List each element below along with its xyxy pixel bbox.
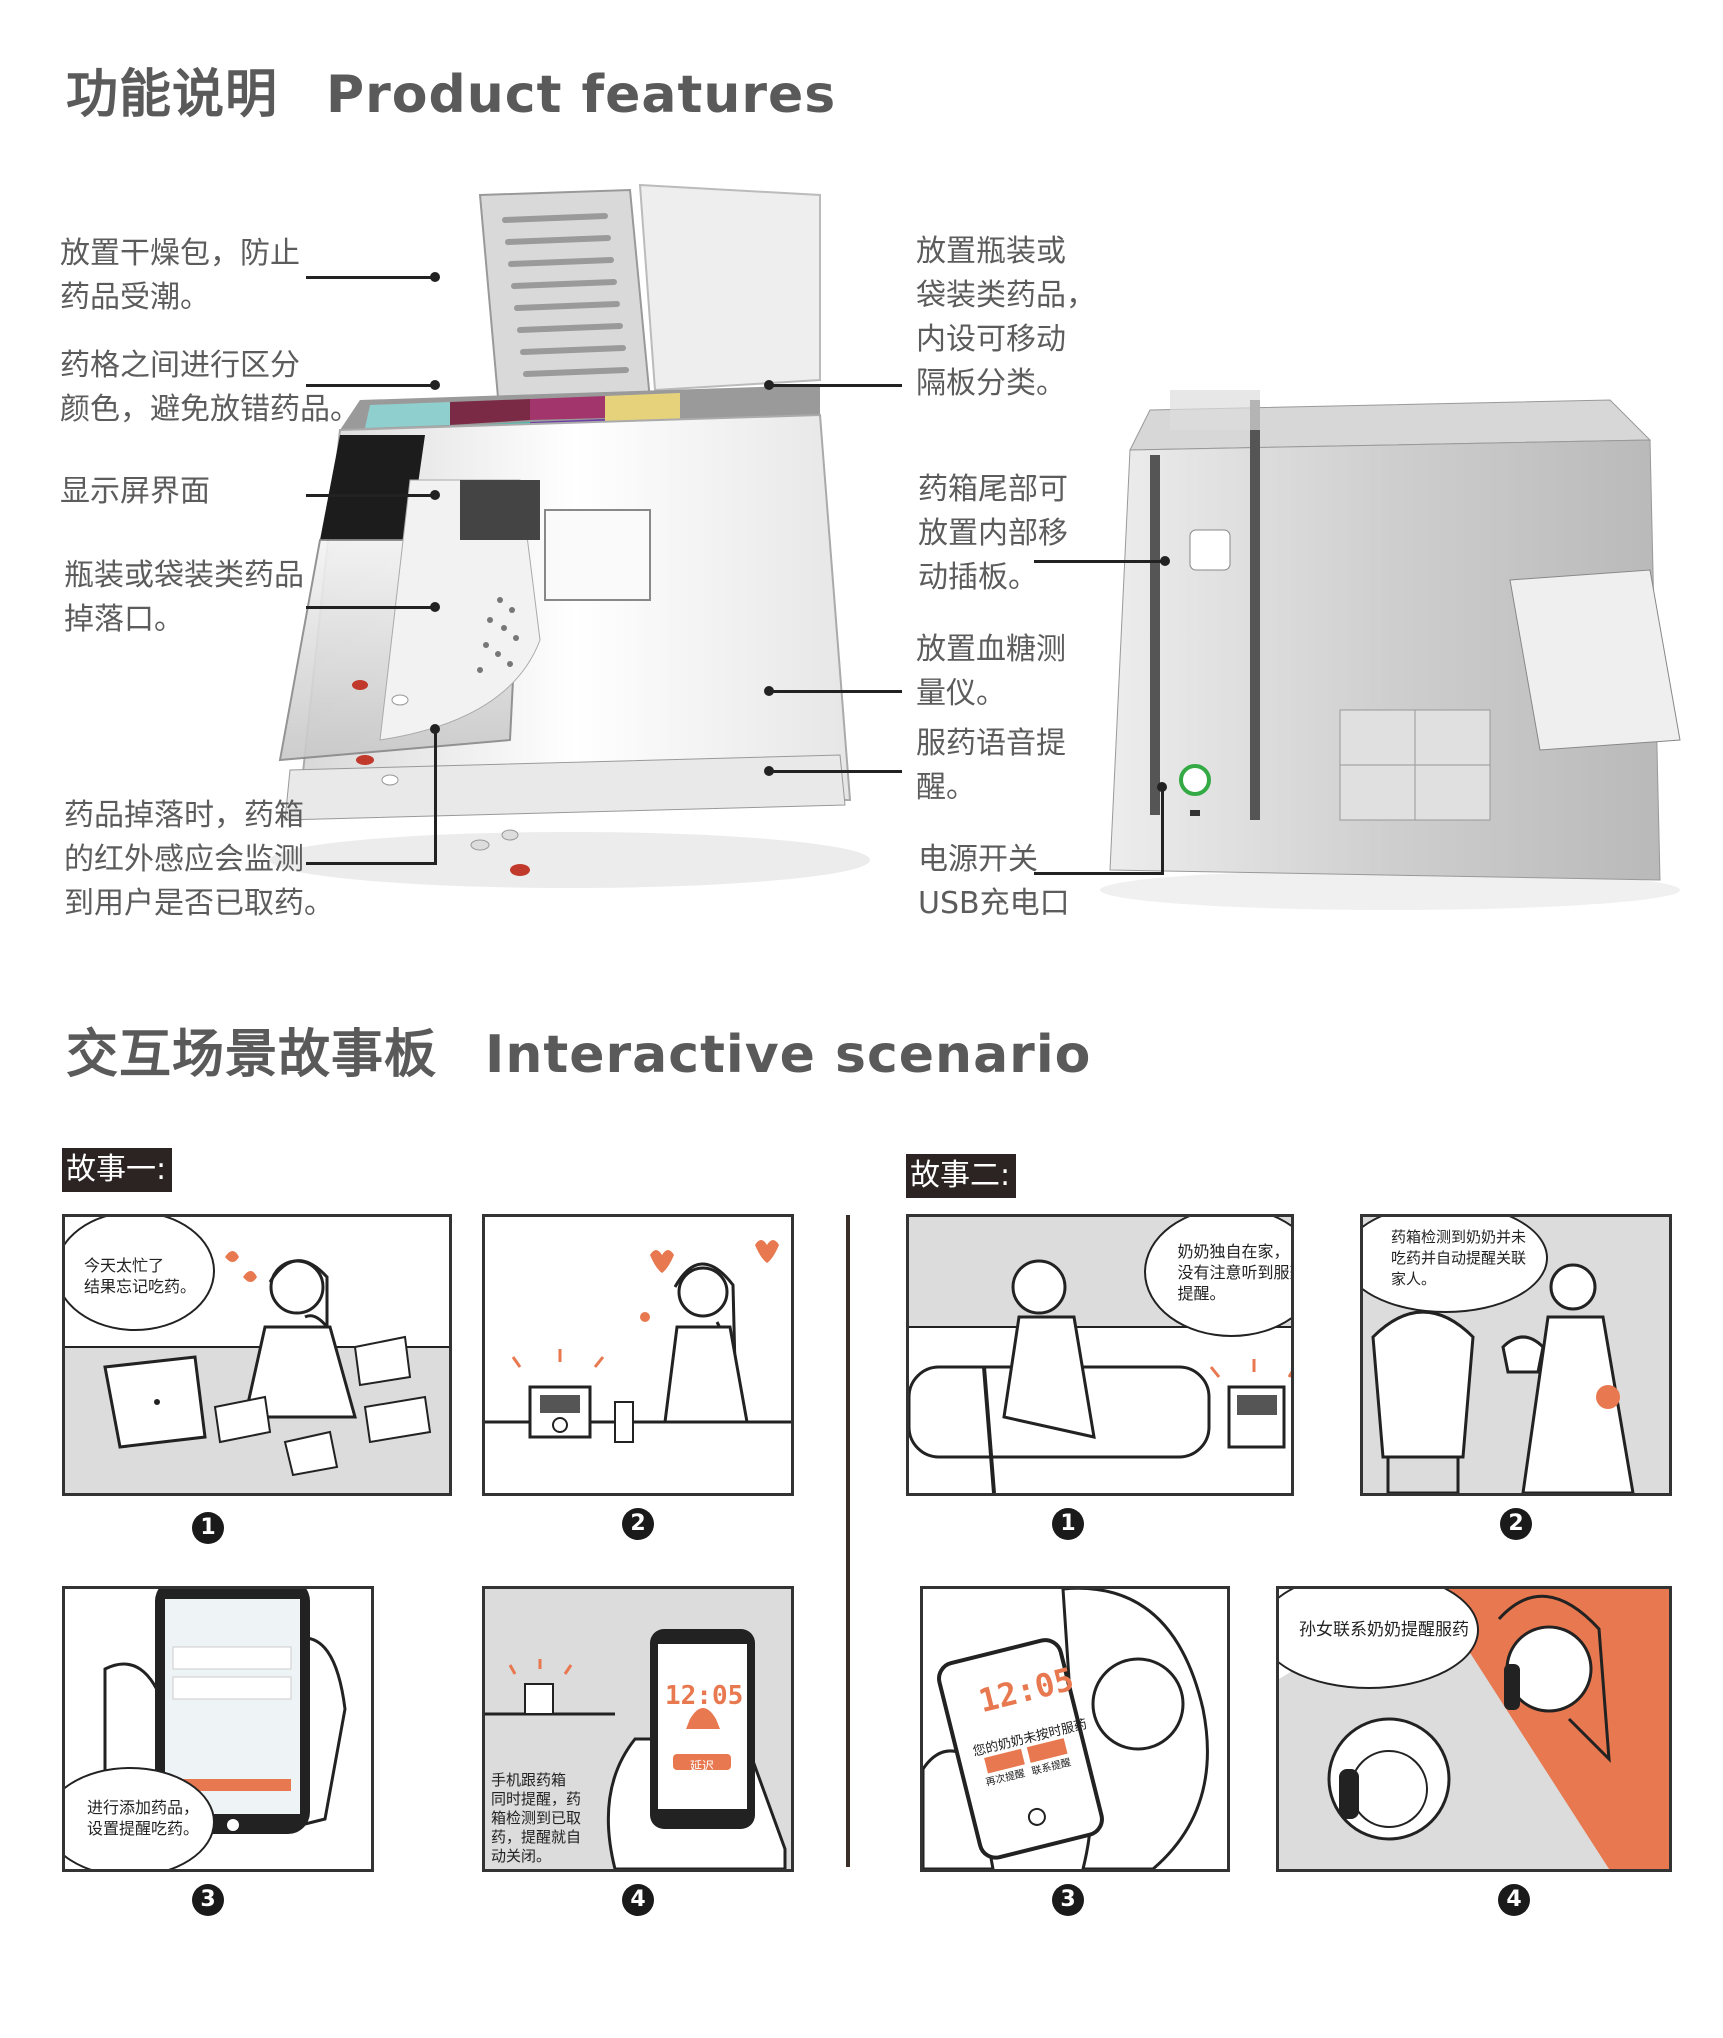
leader-dot bbox=[764, 686, 774, 696]
grandma-alone-illustration bbox=[909, 1259, 1291, 1493]
leader-line bbox=[306, 276, 436, 279]
feature-usb-port-label: USB充电口 bbox=[918, 886, 1070, 921]
leader-line bbox=[306, 606, 436, 609]
leader-line bbox=[1161, 786, 1164, 875]
story1-panel-4: 12:05 延迟 手机跟药箱 同时提醒，药 箱检测到已取 药，提醒就自 动关闭。 bbox=[482, 1586, 794, 1872]
leader-dot bbox=[430, 602, 440, 612]
story1-panel-2 bbox=[482, 1214, 794, 1496]
story2-panel-3: 12:05 您的奶奶未按时服药 再次提醒 联系提醒 bbox=[920, 1586, 1230, 1872]
feature-screen-label: 显示屏界面 bbox=[60, 474, 210, 509]
step-number: 3 bbox=[1052, 1884, 1084, 1916]
speech-bubble: 药箱检测到奶奶并未 吃药并自动提醒关联 家人。 bbox=[1363, 1217, 1548, 1313]
speech-bubble-text: 奶奶独自在家， 没有注意听到服药 提醒。 bbox=[1177, 1241, 1294, 1303]
feature-color-compartments-label: 药格之间进行区分 颜色，避免放错药品。 bbox=[60, 348, 360, 427]
feature-drop-outlet-label: 瓶装或袋装类药品 掉落口。 bbox=[64, 558, 304, 637]
speech-bubble: 奶奶独自在家， 没有注意听到服药 提醒。 bbox=[1144, 1217, 1294, 1337]
step-number: 2 bbox=[1500, 1508, 1532, 1540]
leader-dot bbox=[1157, 782, 1167, 792]
story-two-tag: 故事二: bbox=[906, 1154, 1017, 1198]
step-number: 1 bbox=[1052, 1508, 1084, 1540]
speech-bubble-text: 今天太忙了 结果忘记吃药。 bbox=[83, 1256, 196, 1296]
step-number: 1 bbox=[192, 1512, 224, 1544]
phone-alarm-illustration bbox=[485, 1629, 787, 1869]
leader-line bbox=[770, 770, 902, 773]
leader-dot bbox=[764, 766, 774, 776]
phone-time: 12:05 bbox=[665, 1681, 744, 1711]
leader-line bbox=[306, 494, 436, 497]
speech-bubble: 进行添加药品， 设置提醒吃药。 bbox=[65, 1767, 215, 1869]
scenario-heading: 交互场景故事板 Interactive scenario bbox=[66, 1012, 1091, 1087]
phone-delay-button: 延迟 bbox=[689, 1759, 714, 1773]
leader-dot bbox=[1160, 556, 1170, 566]
speech-bubble: 手机跟药箱 同时提醒，药 箱检测到已取 药，提醒就自 动关闭。 bbox=[485, 1769, 597, 1869]
story2-panel-1: 奶奶独自在家， 没有注意听到服药 提醒。 bbox=[906, 1214, 1294, 1496]
step-number: 4 bbox=[1498, 1884, 1530, 1916]
step-number: 2 bbox=[622, 1508, 654, 1540]
product-back-render bbox=[1100, 390, 1681, 910]
story-divider bbox=[846, 1215, 850, 1867]
leader-line bbox=[434, 728, 437, 865]
features-heading: 功能说明 Product features bbox=[66, 52, 836, 127]
story2-panel-2: 药箱检测到奶奶并未 吃药并自动提醒关联 家人。 bbox=[1360, 1214, 1672, 1496]
leader-line bbox=[770, 384, 902, 387]
speech-bubble-text: 药箱检测到奶奶并未 吃药并自动提醒关联 家人。 bbox=[1390, 1227, 1526, 1288]
speech-bubble: 今天太忙了 结果忘记吃药。 bbox=[65, 1217, 215, 1331]
speech-bubble-text: 孙女联系奶奶提醒服药 bbox=[1299, 1619, 1469, 1640]
leader-line bbox=[1034, 560, 1164, 563]
grandma-watering-illustration bbox=[1371, 1263, 1635, 1493]
busy-woman-illustration bbox=[65, 1251, 449, 1493]
story-one-tag: 故事一: bbox=[62, 1148, 173, 1192]
leader-dot bbox=[764, 380, 774, 390]
relieved-woman-illustration bbox=[485, 1240, 791, 1443]
speech-bubble-text: 手机跟药箱 同时提醒，药 箱检测到已取 药，提醒就自 动关闭。 bbox=[491, 1771, 582, 1865]
leader-line bbox=[1034, 872, 1164, 875]
scenario-heading-cn: 交互场景故事板 bbox=[66, 1025, 438, 1085]
story1-panel-1: 今天太忙了 结果忘记吃药。 bbox=[62, 1214, 452, 1496]
feature-desiccant-label: 放置干燥包，防止 药品受潮。 bbox=[60, 236, 300, 315]
feature-glucose-meter-label: 放置血糖测 量仪。 bbox=[916, 632, 1066, 711]
product-front-render bbox=[270, 183, 870, 888]
features-heading-en: Product features bbox=[326, 65, 837, 125]
story2-panel-4: 孙女联系奶奶提醒服药 bbox=[1276, 1586, 1672, 1872]
leader-dot bbox=[430, 380, 440, 390]
feature-power-switch-label: 电源开关 bbox=[918, 842, 1038, 877]
feature-voice-reminder-label: 服药语音提 醒。 bbox=[916, 726, 1066, 805]
feature-bottle-storage-label: 放置瓶装或 袋装类药品， 内设可移动 隔板分类。 bbox=[916, 234, 1096, 401]
scenario-heading-en: Interactive scenario bbox=[485, 1025, 1092, 1085]
leader-dot bbox=[430, 490, 440, 500]
leader-line bbox=[306, 862, 436, 865]
feature-infrared-sensor-label: 药品掉落时，药箱 的红外感应会监测 到用户是否已取药。 bbox=[64, 798, 334, 921]
step-number: 4 bbox=[622, 1884, 654, 1916]
step-number: 3 bbox=[192, 1884, 224, 1916]
speech-bubble-text: 进行添加药品， 设置提醒吃药。 bbox=[86, 1798, 199, 1838]
leader-line bbox=[770, 690, 902, 693]
leader-dot bbox=[430, 724, 440, 734]
features-heading-cn: 功能说明 bbox=[66, 65, 279, 125]
leader-dot bbox=[430, 272, 440, 282]
leader-line bbox=[306, 384, 436, 387]
granddaughter-phone-illustration bbox=[923, 1589, 1209, 1869]
feature-rear-partition-label: 药箱尾部可 放置内部移 动插板。 bbox=[918, 472, 1068, 595]
story1-panel-3: 进行添加药品， 设置提醒吃药。 bbox=[62, 1586, 374, 1872]
